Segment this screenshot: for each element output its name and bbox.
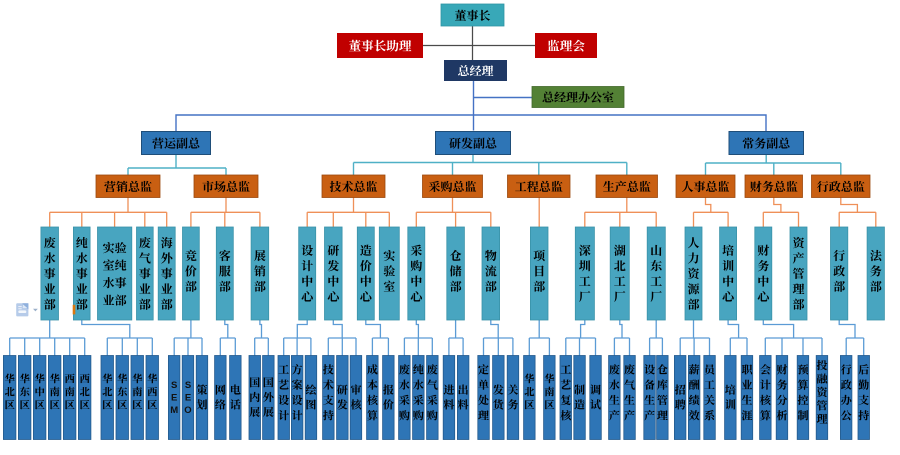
svg-text:E: E (171, 393, 177, 404)
svg-text:S: S (185, 380, 191, 391)
svg-text:M: M (170, 405, 178, 416)
svg-text:S: S (171, 380, 177, 391)
svg-text:E: E (185, 393, 191, 404)
svg-text:O: O (184, 405, 191, 416)
